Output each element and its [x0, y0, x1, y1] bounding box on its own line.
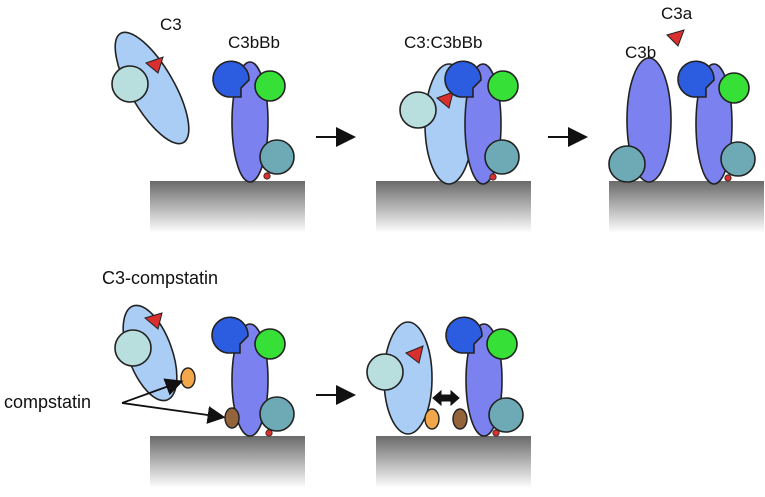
- bb-teal-ball: [488, 397, 524, 433]
- free-c3-molecule: [111, 31, 190, 145]
- bb-teal-ball: [259, 396, 295, 432]
- bb-teal-ball: [720, 141, 756, 177]
- c3b-teal-ball: [608, 145, 646, 183]
- cell-surface-2: [376, 181, 531, 233]
- bb-active-site: [263, 172, 271, 180]
- bb-teal-ball: [484, 139, 520, 175]
- compstatin-pointer-lower: [121, 402, 226, 424]
- c3-domain-ball: [114, 329, 152, 367]
- c3-c3bbb-complex: [399, 60, 520, 185]
- label-c3: C3: [160, 15, 182, 34]
- bb-serine-protease-head: [445, 316, 483, 354]
- cell-surface-3: [609, 181, 764, 233]
- bb-active-site: [489, 173, 497, 181]
- c3bbb-convertase-4: [211, 316, 295, 437]
- label-c3b: C3b: [625, 43, 656, 62]
- label-c3a: C3a: [661, 4, 693, 23]
- bb-green-domain: [254, 70, 286, 102]
- bb-green-domain: [487, 70, 519, 102]
- c3-domain-ball: [399, 91, 437, 129]
- c3a-triangle: [405, 345, 424, 364]
- bb-serine-protease-head: [444, 60, 482, 98]
- repulsion-double-arrow: [432, 389, 460, 407]
- c3b-deposited: [608, 57, 672, 183]
- bb-serine-protease-head: [212, 60, 250, 98]
- c3a-triangle: [436, 91, 454, 109]
- label-c3bbb: C3bBb: [228, 33, 280, 52]
- c3bbb-convertase-5: [445, 316, 524, 437]
- bb-green-domain: [486, 328, 518, 360]
- c3a-triangle: [145, 56, 164, 74]
- bb-serine-protease-head: [677, 60, 715, 98]
- c3bbb-convertase-3: [677, 60, 756, 185]
- cell-surface-5: [376, 436, 531, 488]
- c3bbb-convertase-1: [212, 60, 295, 183]
- bb-serine-protease-head: [211, 316, 249, 354]
- bb-active-site: [492, 429, 500, 437]
- bb-teal-ball: [259, 139, 295, 175]
- bb-green-domain: [718, 72, 750, 104]
- cell-surface-1: [150, 181, 305, 233]
- c3a-triangle-released: [666, 29, 685, 47]
- c3a-triangle: [143, 312, 163, 330]
- compstatin-on-c3: [424, 408, 440, 430]
- label-c3-c3bbb: C3:C3bBb: [404, 33, 482, 52]
- bb-active-site: [724, 174, 732, 182]
- bb-green-domain: [254, 328, 286, 360]
- compstatin-on-c3b: [224, 407, 240, 429]
- c3-domain-ball: [366, 353, 404, 391]
- cell-surface-4: [150, 436, 305, 488]
- c3-compstatin-bound: [366, 321, 440, 435]
- compstatin-on-c3b: [452, 408, 468, 430]
- label-compstatin: compstatin: [4, 392, 91, 412]
- compstatin-on-c3: [180, 367, 196, 389]
- compstatin-pointer-upper: [121, 378, 184, 404]
- bb-active-site: [265, 429, 273, 437]
- c3-compstatin-complex: [114, 304, 196, 402]
- c3-domain-ball: [111, 65, 149, 103]
- label-c3-compstatin: C3-compstatin: [102, 268, 218, 288]
